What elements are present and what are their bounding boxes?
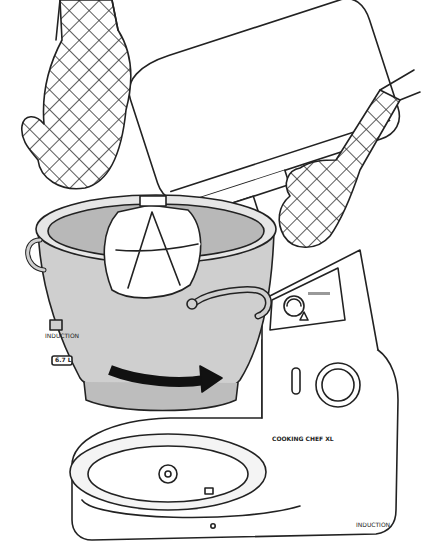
bowl-brand: INDUCTION [45,333,79,339]
head-lever [292,368,300,394]
left-oven-mitt [22,0,131,189]
bowl-seat-inner [88,446,248,502]
right-handle [196,290,268,316]
capacity-badge [52,356,72,365]
capacity-label: 6.7 L [55,357,72,363]
model-name: COOKING CHEF XL [272,436,334,442]
seat-lug [205,488,213,494]
left-handle-fill [28,240,44,270]
beater-spokes [116,212,198,288]
handle-rivet [187,299,197,309]
rotation-arrow [110,370,205,382]
rotation-arrowhead [200,366,222,392]
drive-pin [165,471,171,477]
left-arm [56,0,118,40]
column [262,250,378,418]
base-brand: INDUCTION [356,522,390,528]
speed-knob [316,363,360,407]
bowl-logo [50,320,62,330]
display-arc [287,299,301,306]
lock-symbol [300,312,308,320]
right-oven-mitt [279,90,400,247]
bowl-seat [70,434,266,510]
display-dial [284,296,304,316]
speed-knob-face [322,369,354,401]
right-arm [380,70,420,100]
drive-coupling [159,465,177,483]
right-handle-fill [196,290,268,316]
k-beater [104,205,200,298]
indicator-dot [211,524,215,528]
left-handle [28,240,44,270]
display-panel [270,268,345,330]
beater-shaft [140,196,166,206]
display-logo [308,292,330,295]
beater-spokes-fill [116,212,198,288]
bowl-foot [84,382,238,411]
